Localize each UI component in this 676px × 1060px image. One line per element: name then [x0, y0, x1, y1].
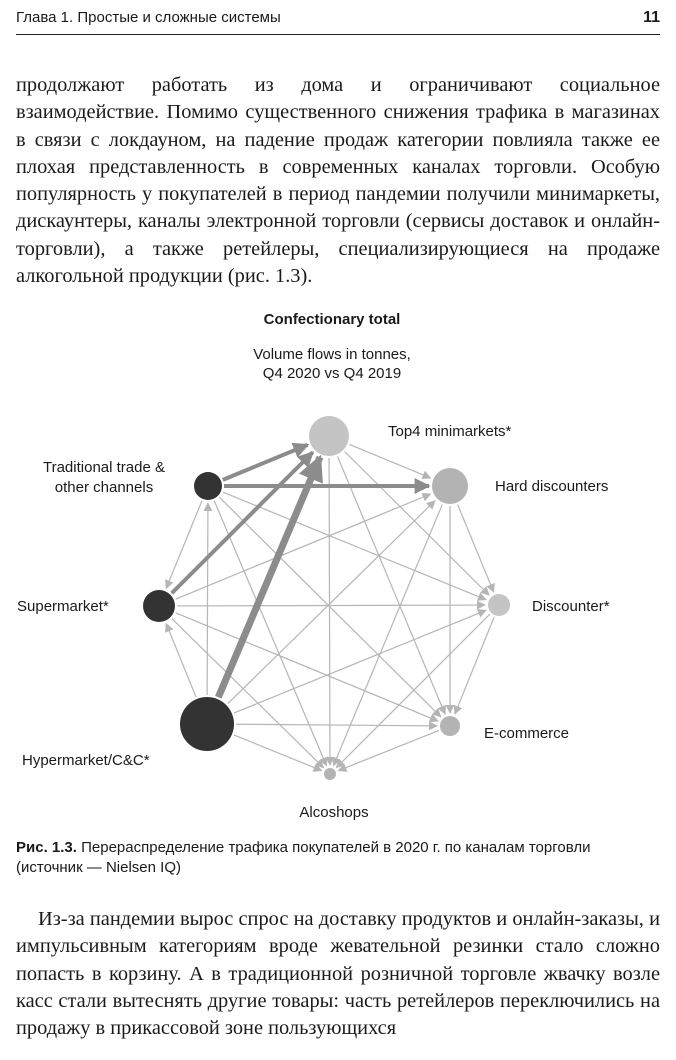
node-label-trad-line-2: other channels	[55, 479, 153, 496]
thin-arrow-ecom-to-alco	[337, 729, 440, 772]
thin-arrow-hyper-to-ecom	[235, 721, 438, 731]
node-top4-minimarkets: Top4 minimarkets*	[309, 416, 512, 456]
node-label-hyper: Hypermarket/C&C*	[22, 752, 150, 769]
node-circle-ecom	[440, 716, 460, 736]
caption-text: Перераспределение трафика покупателей в …	[16, 839, 591, 876]
node-circle-disc	[488, 594, 510, 616]
caption-label: Рис. 1.3.	[16, 839, 77, 856]
paragraph-1: продолжают работать из дома и ограничива…	[16, 74, 660, 288]
node-discounter: Discounter*	[488, 594, 610, 616]
thin-arrow-disc-to-alco	[335, 613, 491, 769]
thin-arrow-hyper-to-trad	[203, 502, 213, 696]
thin-arrow-trad-to-alco	[213, 500, 328, 767]
thin-arrow-hyper-to-hard	[227, 500, 436, 705]
figure-subtitle-line-2: Q4 2020 vs Q4 2019	[263, 365, 401, 382]
thin-arrow-top4-to-disc	[344, 451, 490, 596]
node-label-super: Supermarket*	[17, 598, 109, 615]
thin-arrow-hyper-to-alco	[233, 734, 323, 772]
node-supermarket: Supermarket*	[17, 590, 175, 622]
figure-caption: Рис. 1.3. Перераспределение трафика поку…	[16, 838, 660, 878]
thick-arrow-hyper-to-top4	[215, 454, 324, 699]
thin-arrow-hard-to-alco	[332, 504, 443, 767]
node-circle-super	[143, 590, 175, 622]
paragraph-2: Из-за пандемии вырос спрос на доставку п…	[16, 908, 660, 1040]
node-label-ecom: E-commerce	[484, 725, 569, 742]
node-alcoshops: Alcoshops	[299, 768, 369, 821]
node-label-top4: Top4 minimarkets*	[388, 423, 512, 440]
thin-arrow-disc-to-ecom	[453, 616, 495, 715]
thin-arrow-top4-to-ecom	[336, 456, 447, 715]
thin-arrow-trad-to-disc	[222, 491, 487, 601]
thin-arrow-hard-to-disc	[457, 504, 495, 593]
node-circle-trad	[194, 472, 222, 500]
node-hypermarket: Hypermarket/C&C*	[22, 697, 234, 769]
node-traditional-trade: Traditional trade & other channels	[43, 459, 222, 500]
thin-arrow-hyper-to-super	[165, 622, 197, 698]
thin-arrow-top4-to-alco	[325, 457, 335, 766]
thin-arrow-super-to-disc	[176, 600, 486, 610]
node-circle-hard	[432, 468, 468, 504]
thin-arrow-trad-to-super	[165, 500, 203, 590]
node-circle-hyper	[180, 697, 234, 751]
medium-arrow-super-to-top4	[170, 450, 315, 595]
node-circle-alco	[324, 768, 336, 780]
thin-arrow-super-to-alco	[171, 618, 325, 769]
node-label-disc: Discounter*	[532, 598, 610, 615]
node-hard-discounters: Hard discounters	[432, 468, 608, 504]
figure-title: Confectionary total	[264, 311, 401, 328]
running-head: Глава 1. Простые и сложные системы 11	[16, 6, 660, 35]
thin-arrow-hyper-to-disc	[233, 609, 487, 714]
page-number: 11	[643, 9, 660, 26]
node-label-alco: Alcoshops	[299, 804, 368, 821]
chapter-title: Глава 1. Простые и сложные системы	[16, 9, 281, 26]
node-circle-top4	[309, 416, 349, 456]
thin-arrow-super-to-hard	[175, 492, 432, 600]
medium-arrow-trad-to-top4	[222, 442, 310, 482]
node-label-trad-line-1: Traditional trade &	[43, 459, 165, 476]
channel-flow-diagram: Confectionary total Volume flows in tonn…	[17, 311, 610, 821]
thin-arrow-super-to-ecom	[175, 612, 439, 723]
figure-subtitle-line-1: Volume flows in tonnes,	[253, 346, 411, 363]
node-e-commerce: E-commerce	[440, 716, 569, 742]
node-label-hard: Hard discounters	[495, 478, 608, 495]
thin-arrow-top4-to-hard	[349, 443, 432, 480]
flow-arrows	[165, 442, 495, 772]
